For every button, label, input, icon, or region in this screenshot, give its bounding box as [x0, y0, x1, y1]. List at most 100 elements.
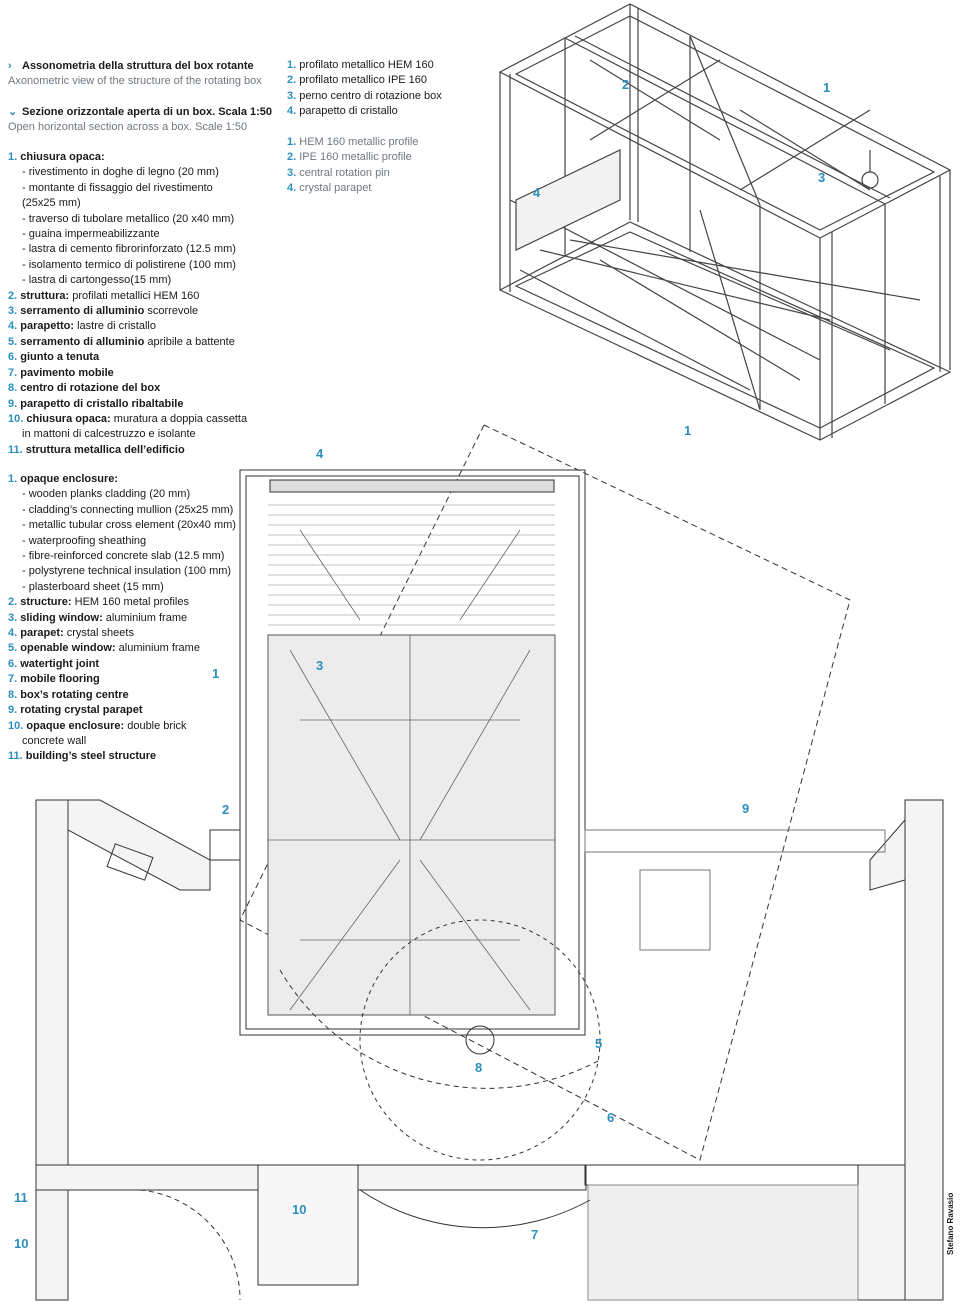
legend-line: concrete wall [8, 734, 236, 749]
rotation-outline-dashed [239, 424, 851, 1161]
legend-number: 10. [8, 412, 24, 425]
legend-number: 1. [8, 473, 18, 485]
legend-line: 6. watertight joint [8, 657, 236, 672]
legend-key: serramento di alluminio [20, 305, 145, 318]
axo-legend-text: crystal parapet [299, 182, 372, 195]
axo-legend-number: 1. [287, 136, 297, 148]
legend-text: double brick [124, 719, 187, 732]
axo-legend-line: 3. perno centro di rotazione box [287, 89, 442, 104]
plan-label-10-center: 10 [292, 1202, 307, 1217]
legend-number: 10. [8, 719, 24, 732]
plan-label-8: 8 [475, 1060, 483, 1075]
chevron-right-icon: › [8, 60, 12, 72]
legend-number: 8. [8, 382, 18, 395]
section-plan-drawing [35, 424, 944, 1301]
axo-legend-line: 1. profilato metallico HEM 160 [287, 58, 442, 73]
axo-label-2: 2 [622, 77, 630, 92]
axo-legend-text: parapetto di cristallo [299, 105, 398, 118]
legend-key: watertight joint [20, 657, 100, 670]
axo-legend-text: profilato metallico IPE 160 [299, 74, 428, 87]
axo-legend-number: 4. [287, 182, 297, 195]
legend-line: - plasterboard sheet (15 mm) [8, 580, 236, 595]
legend-text: - waterproofing sheathing [22, 534, 147, 547]
legend-number: 4. [8, 320, 18, 333]
legend-key: opaque enclosure: [20, 473, 119, 485]
legend-key: rotating crystal parapet [20, 704, 143, 717]
legend-line: - polystyrene technical insulation (100 … [8, 564, 236, 579]
rotating-box [239, 469, 586, 1036]
caption-section-en: Open horizontal section across a box. Sc… [8, 121, 248, 134]
legend-key: struttura: [20, 289, 70, 302]
axo-legend-line: 4. parapetto di cristallo [287, 104, 442, 119]
legend-line: 2. struttura: profilati metallici HEM 16… [8, 289, 247, 304]
legend-number: 6. [8, 351, 18, 364]
legend-line: 11. building’s steel structure [8, 749, 236, 764]
axo-label-1: 1 [823, 80, 831, 95]
legend-number: 2. [8, 596, 18, 609]
legend-line: 5. serramento di alluminio apribile a ba… [8, 335, 247, 350]
legend-text: - guaina impermeabilizzante [22, 228, 160, 241]
legend-text: apribile a battente [144, 335, 235, 348]
legend-number: 3. [8, 611, 18, 624]
legend-line: - metallic tubular cross element (20x40 … [8, 518, 236, 533]
legend-number: 4. [8, 627, 18, 640]
legend-number: 5. [8, 335, 18, 348]
axo-legend-line: 2. IPE 160 metallic profile [287, 150, 418, 165]
legend-text: (25x25 mm) [22, 197, 81, 210]
legend-line: - montante di fissaggio del rivestimento [8, 181, 247, 196]
plan-label-1: 1 [212, 666, 220, 681]
legend-line: - fibre-reinforced concrete slab (12.5 m… [8, 549, 236, 564]
axo-legend-number: 1. [287, 59, 297, 71]
legend-number: 7. [8, 366, 18, 379]
legend-text: - lastra di cartongesso(15 mm) [22, 274, 172, 287]
legend-line: 8. box’s rotating centre [8, 688, 236, 703]
legend-key: parapetto di cristallo ribaltabile [20, 397, 184, 410]
plan-label-11: 11 [14, 1190, 28, 1205]
plan-label-5: 5 [595, 1036, 603, 1051]
legend-line: 4. parapet: crystal sheets [8, 626, 236, 641]
legend-number: 11. [8, 750, 23, 763]
legend-number: 7. [8, 673, 18, 686]
legend-line: 4. parapetto: lastre di cristallo [8, 319, 247, 334]
legend-key: struttura metallica dell’edificio [25, 443, 185, 456]
legend-line: - guaina impermeabilizzante [8, 227, 247, 242]
legend-text: - cladding’s connecting mullion (25x25 m… [22, 503, 234, 516]
legend-text: lastre di cristallo [74, 320, 156, 333]
legend-key: building’s steel structure [25, 750, 157, 763]
legend-text: - plasterboard sheet (15 mm) [22, 580, 164, 593]
legend-number: 9. [8, 704, 18, 717]
axo-legend-number: 2. [287, 151, 297, 164]
caption-axonometric: ›Assonometria della struttura del box ro… [8, 59, 262, 90]
axonometric-drawing [498, 3, 952, 441]
legend-line: 7. pavimento mobile [8, 366, 247, 381]
axo-legend-number: 3. [287, 89, 297, 102]
legend-text: aluminium frame [102, 611, 188, 624]
legend-line: 2. structure: HEM 160 metal profiles [8, 595, 236, 610]
legend-line: 8. centro di rotazione del box [8, 381, 247, 396]
legend-line: 7. mobile flooring [8, 672, 236, 687]
legend-text: aluminium frame [115, 642, 200, 655]
axo-legend-text: profilato metallico HEM 160 [299, 59, 434, 71]
legend-text: scorrevole [144, 305, 199, 318]
legend-line: 3. sliding window: aluminium frame [8, 611, 236, 626]
plan-label-6: 6 [607, 1110, 615, 1125]
axo-legend-text: perno centro di rotazione box [299, 89, 442, 102]
legend-text: crystal sheets [63, 627, 134, 640]
legend-number: 8. [8, 688, 18, 701]
legend-key: structure: [20, 596, 72, 609]
legend-line: 5. openable window: aluminium frame [8, 641, 236, 656]
legend-line: - lastra di cemento fibrorinforzato (12.… [8, 242, 247, 257]
legend-text: - lastra di cemento fibrorinforzato (12.… [22, 243, 236, 256]
axo-legend-line: 2. profilato metallico IPE 160 [287, 73, 442, 88]
axo-legend-text: HEM 160 metallic profile [299, 136, 419, 148]
legend-number: 5. [8, 642, 18, 655]
caption-axonometric-en: Axonometric view of the structure of the… [8, 75, 262, 88]
legend-line: - wooden planks cladding (20 mm) [8, 487, 236, 502]
plan-label-10-left: 10 [14, 1236, 29, 1251]
legend-text: - wooden planks cladding (20 mm) [22, 488, 191, 501]
axo-label-3: 3 [818, 170, 826, 185]
axo-legend-line: 3. central rotation pin [287, 166, 418, 181]
axo-legend-number: 3. [287, 166, 297, 179]
legend-key: centro di rotazione del box [20, 382, 161, 395]
